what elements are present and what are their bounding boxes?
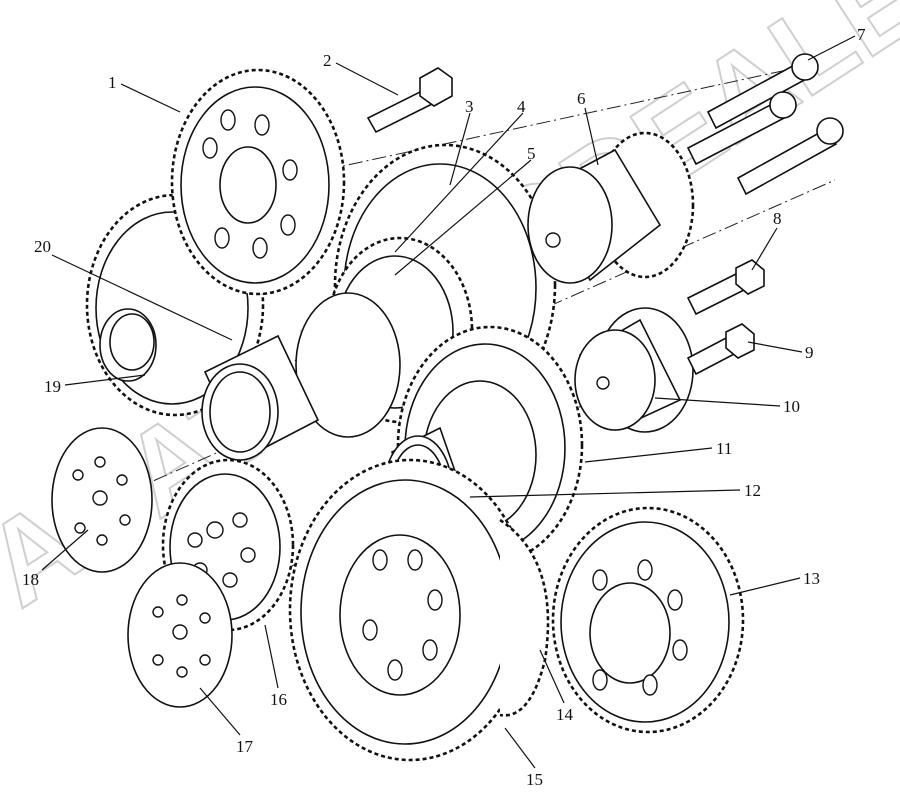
part-20-bushing bbox=[201, 334, 320, 461]
callout-18: 18 bbox=[22, 570, 39, 589]
callout-7: 7 bbox=[857, 25, 866, 44]
callout-16: 16 bbox=[270, 690, 287, 709]
callout-8: 8 bbox=[773, 209, 782, 228]
callout-15: 15 bbox=[526, 770, 543, 789]
callout-2: 2 bbox=[323, 51, 332, 70]
callout-6: 6 bbox=[577, 89, 586, 108]
callout-9: 9 bbox=[805, 343, 814, 362]
part-19-hub bbox=[99, 308, 157, 382]
callout-4: 4 bbox=[517, 97, 526, 116]
part-10-housing bbox=[574, 307, 694, 433]
part-1-gear bbox=[170, 68, 346, 296]
part-2-bolt bbox=[366, 67, 453, 134]
callout-labels: 1 2 3 4 5 6 7 8 9 10 11 12 13 14 15 16 1… bbox=[22, 25, 866, 789]
part-6-housing bbox=[527, 131, 695, 284]
callout-13: 13 bbox=[803, 569, 820, 588]
callout-1: 1 bbox=[108, 73, 117, 92]
callout-20: 20 bbox=[34, 237, 51, 256]
part-8-bolt bbox=[686, 259, 765, 316]
leader-lines bbox=[41, 35, 856, 769]
part-14-gear bbox=[499, 518, 550, 717]
callout-19: 19 bbox=[44, 377, 61, 396]
part-9-bolt bbox=[686, 323, 755, 376]
part-17-plate bbox=[127, 562, 233, 708]
callout-11: 11 bbox=[716, 439, 732, 458]
part-13-gear bbox=[551, 506, 745, 734]
callout-10: 10 bbox=[783, 397, 800, 416]
callout-12: 12 bbox=[744, 481, 761, 500]
callout-5: 5 bbox=[527, 144, 536, 163]
callout-3: 3 bbox=[465, 97, 474, 116]
callout-17: 17 bbox=[236, 737, 254, 756]
callout-14: 14 bbox=[556, 705, 574, 724]
part-15-gear bbox=[288, 458, 532, 762]
part-18-plate bbox=[51, 427, 153, 573]
part-7-bolts bbox=[686, 53, 844, 196]
